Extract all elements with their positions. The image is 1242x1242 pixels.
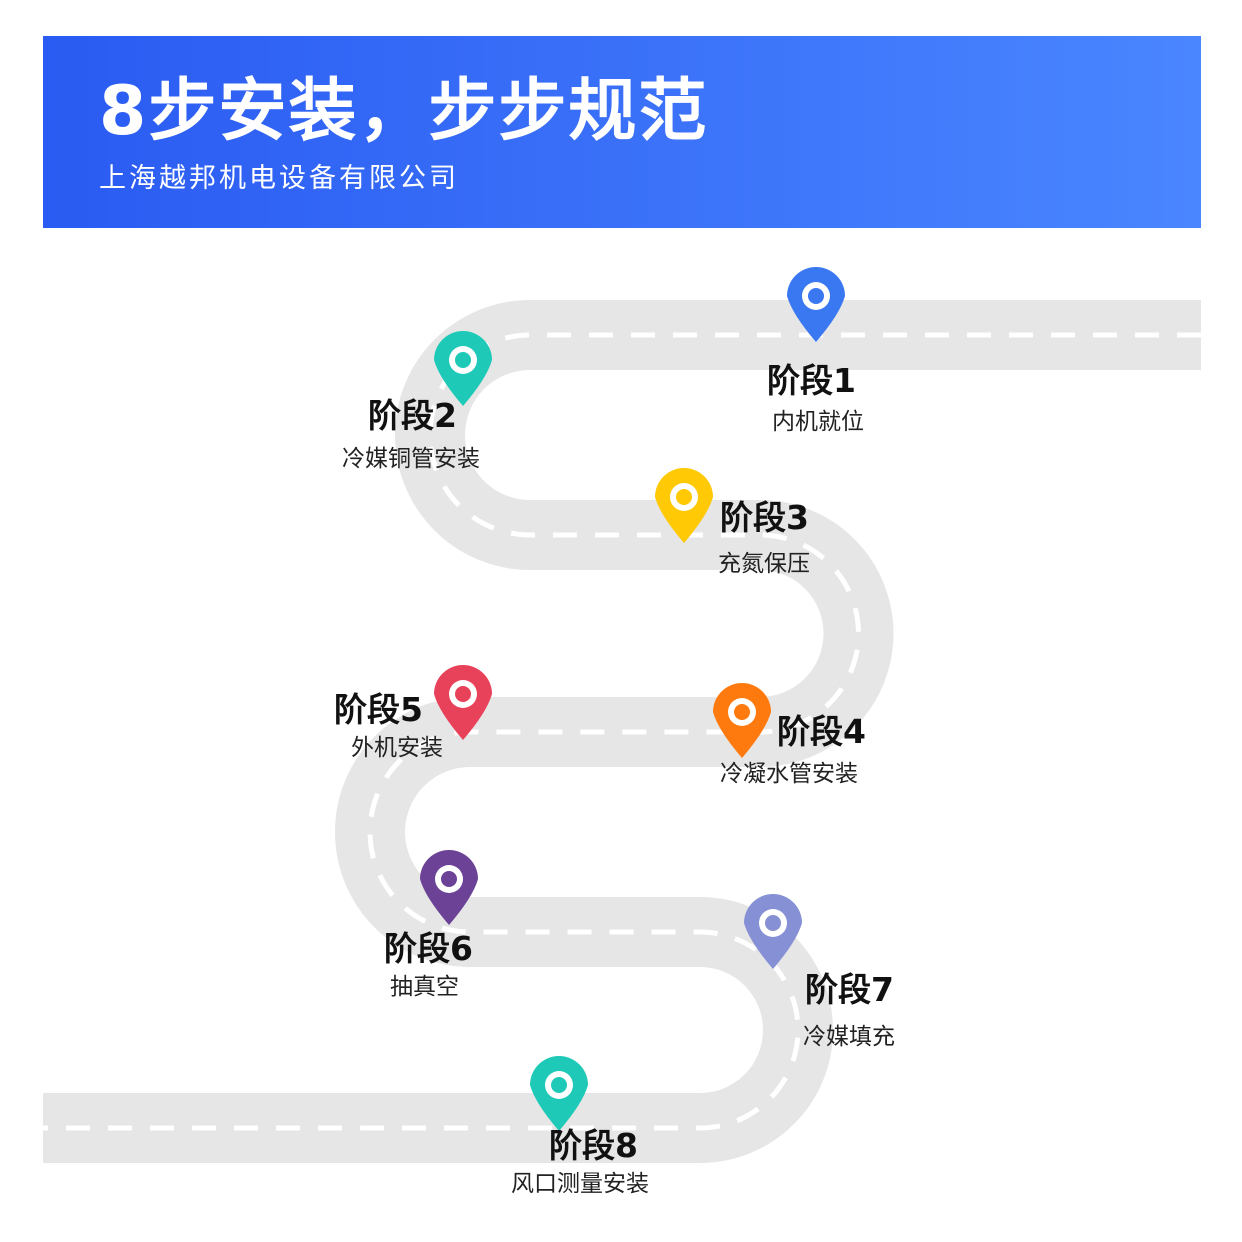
- stage-2-title: 阶段2: [368, 396, 457, 435]
- stage-8-desc: 风口测量安装: [511, 1171, 649, 1197]
- stage-3-pin: [655, 468, 713, 543]
- stage-6-pin: [420, 850, 478, 925]
- stage-3-title: 阶段3: [720, 498, 809, 537]
- stage-6-desc: 抽真空: [390, 974, 459, 1000]
- stage-8-title: 阶段8: [549, 1126, 638, 1165]
- stage-5-title: 阶段5: [334, 690, 423, 729]
- stage-8-pin: [530, 1056, 588, 1131]
- stage-4-title: 阶段4: [777, 712, 866, 751]
- road-center-dashes: [43, 332, 1201, 1131]
- stage-5-pin: [434, 665, 492, 740]
- stage-6-title: 阶段6: [384, 929, 473, 968]
- stage-3-desc: 充氮保压: [718, 551, 810, 577]
- stage-1-pin: [787, 267, 845, 342]
- header-banner: 8步安装，步步规范 上海越邦机电设备有限公司: [43, 36, 1201, 228]
- stage-1-title: 阶段1: [767, 361, 856, 400]
- stage-7-desc: 冷媒填充: [803, 1024, 895, 1050]
- stage-1-desc: 内机就位: [772, 409, 864, 435]
- stage-7-pin: [744, 894, 802, 969]
- stage-5-desc: 外机安装: [351, 735, 443, 761]
- stage-7-title: 阶段7: [805, 970, 894, 1009]
- stage-4-desc: 冷凝水管安装: [720, 761, 858, 787]
- company-name: 上海越邦机电设备有限公司: [99, 163, 459, 194]
- stage-2-pin: [434, 331, 492, 406]
- stage-4-pin: [713, 683, 771, 758]
- page-title: 8步安装，步步规范: [99, 72, 709, 151]
- stage-2-desc: 冷媒铜管安装: [342, 446, 480, 472]
